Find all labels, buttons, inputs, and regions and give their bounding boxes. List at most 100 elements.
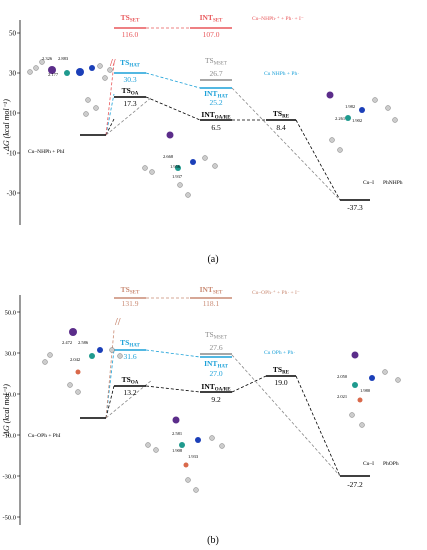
distance-label: 2.050 xyxy=(337,374,348,379)
distance-label: 1.937 xyxy=(172,174,183,179)
connector xyxy=(105,329,115,419)
species-int-hat: Cu NHPh + Ph· xyxy=(264,71,299,77)
molecule-int-oare-a: 2.668 1.956 1.937 xyxy=(142,131,218,198)
panel-a-y-tick: -30 xyxy=(7,190,17,198)
panel-b-y-tick: -10.0 xyxy=(2,433,16,440)
panel-a-caption: (a) xyxy=(207,254,218,265)
connector xyxy=(105,118,115,136)
label-int-oare: INTOA/RE xyxy=(201,382,231,393)
distance-label: 2.883 xyxy=(58,56,69,61)
distance-label: 1.980 xyxy=(360,388,371,393)
panel-b-y-tick: 50.0 xyxy=(5,310,16,317)
value-int-hat: 27.0 xyxy=(209,369,222,378)
value-ts-re: 8.4 xyxy=(276,123,286,132)
value-int-oare: 9.2 xyxy=(211,395,221,404)
connector xyxy=(145,96,201,121)
value-ts-mset: 27.6 xyxy=(209,343,222,352)
label-int-set: INTSET xyxy=(200,13,223,24)
distance-label: 1.908 xyxy=(172,448,183,453)
distance-label: 2.668 xyxy=(163,154,174,159)
distance-label: 1.956 xyxy=(170,164,181,169)
panel-b: 50.0 30.0 10.0 -10.0 -30.0 -50.0 ΔG (kca… xyxy=(2,285,401,546)
species-start: Cu–NHPh + PhI xyxy=(28,149,65,155)
connector xyxy=(145,349,201,358)
species-end-a: Cu–I xyxy=(363,180,374,186)
molecule-ts-re-b: 2.050 1.980 2.021 xyxy=(337,351,401,428)
distance-label: 1.982 xyxy=(345,104,355,109)
molecule-ts-oa-a: 2.326 2.883 2.177 xyxy=(27,56,113,117)
connector xyxy=(231,87,341,201)
distance-label: 1.902 xyxy=(352,118,362,123)
label-ts-mset: TSMSET xyxy=(205,56,227,67)
value-ts-oa: 17.3 xyxy=(123,99,136,108)
panel-a-break-mark: // xyxy=(109,58,116,69)
label-ts-hat: TSHAT xyxy=(120,338,140,349)
panel-b-break-mark: // xyxy=(114,317,121,328)
panel-b-y-tick: 30.0 xyxy=(5,351,16,358)
value-end: -37.3 xyxy=(347,203,363,212)
distance-label: 1.933 xyxy=(188,454,199,459)
label-int-hat: INTHAT xyxy=(204,89,228,100)
species-int-set: Cu–OPh·⁺ + Ph· + I⁻ xyxy=(252,289,300,296)
panel-b-y-axis-label: ΔG (kcal mol⁻¹) xyxy=(2,384,11,437)
panel-b-y-tick: -50.0 xyxy=(2,515,16,522)
connector xyxy=(105,62,115,136)
species-end-b: PhNHPh xyxy=(383,180,403,186)
panel-b-y-tick: -30.0 xyxy=(2,474,16,481)
panel-a: 50 30 10 -10 -30 ΔG (kcal mol⁻¹) // xyxy=(2,13,403,265)
species-end-b: PhOPh xyxy=(383,461,399,467)
value-end: -27.2 xyxy=(347,480,363,489)
label-ts-oa: TSOA xyxy=(122,86,139,97)
panel-a-y-tick: 50 xyxy=(9,30,17,38)
value-int-set: 107.0 xyxy=(203,30,220,39)
value-ts-hat: 30.3 xyxy=(123,75,136,84)
panel-a-y-tick: -10 xyxy=(7,150,17,158)
panel-b-y-tick: 10.0 xyxy=(5,392,16,399)
distance-label: 2.586 xyxy=(78,340,89,345)
label-ts-oa: TSOA xyxy=(122,375,139,386)
species-int-hat: Cu OPh + Ph· xyxy=(264,350,295,356)
panel-a-y-tick: 10 xyxy=(9,110,17,118)
molecule-ts-re-a: 1.982 2.261 1.902 xyxy=(326,91,398,153)
label-ts-set: TSSET xyxy=(121,13,140,24)
value-ts-set: 131.9 xyxy=(122,299,139,308)
label-ts-hat: TSHAT xyxy=(120,58,140,69)
panel-b-caption: (b) xyxy=(207,535,219,546)
distance-label: 2.042 xyxy=(70,357,80,362)
value-int-hat: 25.2 xyxy=(209,98,222,107)
value-ts-re: 19.0 xyxy=(274,378,287,387)
distance-label: 2.472 xyxy=(62,340,72,345)
value-ts-oa: 13.2 xyxy=(123,388,136,397)
connector xyxy=(231,354,341,477)
molecule-int-oare-b: 2.581 1.908 1.933 xyxy=(145,416,225,493)
species-end-a: Cu–I xyxy=(363,461,374,467)
value-int-oare: 6.5 xyxy=(211,123,221,132)
label-int-set: INTSET xyxy=(200,285,223,296)
species-start: Cu–OPh + PhI xyxy=(28,433,61,439)
connector xyxy=(295,375,341,477)
connector xyxy=(145,385,201,393)
value-ts-hat: 31.6 xyxy=(123,352,136,361)
connector xyxy=(145,72,201,89)
value-ts-mset: 26.7 xyxy=(209,69,222,78)
label-ts-re: TSRE xyxy=(273,109,290,120)
connector xyxy=(105,385,115,419)
value-int-set: 118.1 xyxy=(203,299,220,308)
species-int-set: Cu–NHPh·⁺ + Ph· + I⁻ xyxy=(252,15,304,22)
panel-a-y-tick: 30 xyxy=(9,70,17,78)
distance-label: 2.326 xyxy=(42,56,53,61)
distance-label: 2.261 xyxy=(335,116,345,121)
value-ts-set: 116.0 xyxy=(122,30,139,39)
connector xyxy=(105,93,115,136)
label-ts-re: TSRE xyxy=(273,365,290,376)
label-int-oare: INTOA/RE xyxy=(201,110,231,121)
label-ts-mset: TSMSET xyxy=(205,330,227,341)
connector xyxy=(231,375,267,393)
label-int-hat: INTHAT xyxy=(204,359,228,370)
distance-label: 2.581 xyxy=(172,431,182,436)
distance-label: 2.177 xyxy=(48,72,59,77)
connector xyxy=(295,119,341,201)
label-ts-set: TSSET xyxy=(121,285,140,296)
molecule-ts-oa-b: 2.472 2.586 2.042 xyxy=(42,328,123,395)
